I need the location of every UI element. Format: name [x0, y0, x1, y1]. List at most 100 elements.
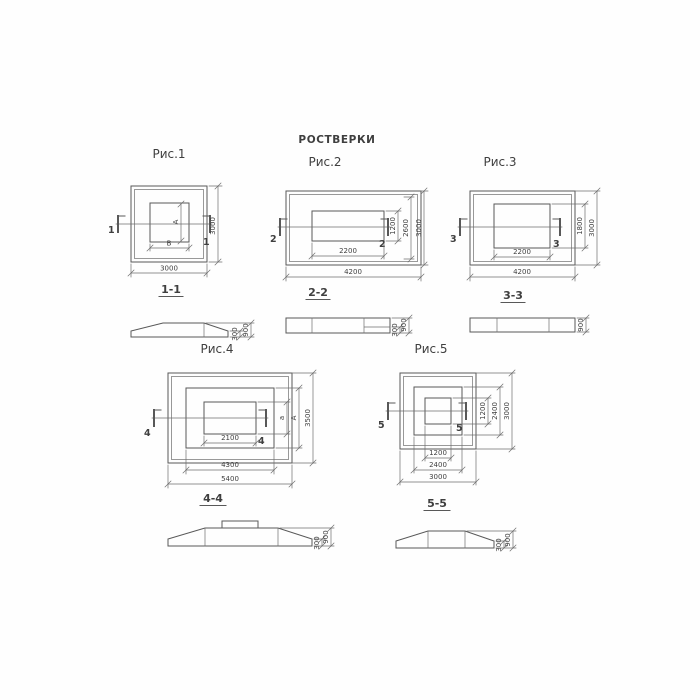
section-4-4-dim-total: 900	[322, 530, 330, 543]
fig5-cut-label-right: 5	[456, 423, 463, 434]
fig1-dim-bottom: 3000	[160, 265, 178, 273]
section-4-4-socket	[221, 520, 259, 529]
fig2-cut-label-right: 2	[379, 239, 386, 250]
fig4-dim-mid-height: A	[290, 415, 298, 420]
fig1-dimension-ticks	[127, 182, 222, 277]
fig5-dim-right-outer: 3000	[503, 402, 511, 420]
section-1-1-dim-edge: 300	[231, 327, 239, 340]
fig4-dim-inner-width: 2100	[221, 434, 239, 442]
fig5-dimension-lines	[399, 372, 516, 486]
fig1-cut-label-right: 1	[203, 237, 210, 248]
section-5-5: 5-5 300 900	[395, 497, 517, 552]
fig3-cut-label-left: 3	[450, 234, 457, 245]
fig5-dim-bottom-inner: 1200	[429, 449, 447, 457]
fig3-outer-contour	[469, 190, 576, 266]
fig3-dim-bottom-outer: 4200	[513, 268, 531, 276]
fig3-cut-bars	[459, 218, 561, 236]
section-5-5-dim-edge: 300	[495, 538, 503, 551]
section-3-3-profile	[469, 317, 576, 333]
section-2-2-dim-total: 900	[400, 318, 408, 331]
section-4-4-dim-edge: 300	[313, 536, 321, 549]
fig4-dim-outer-height: 3500	[304, 409, 312, 427]
section-2-2-dim-ticks	[396, 314, 413, 337]
fig5-dim-right-mid: 2400	[491, 402, 499, 420]
fig5-dim-right-inner: 1200	[479, 402, 487, 420]
fig5-dim-bottom-mid: 2400	[429, 461, 447, 469]
fig2-dimension-ticks	[282, 187, 428, 281]
fig1-cut-label-left: 1	[108, 225, 115, 236]
fig4-dim-outer-width: 5400	[221, 475, 239, 483]
section-3-3-dim-ticks	[582, 314, 590, 336]
section-4-4-dim-ticks	[318, 524, 335, 550]
fig2-caption: Рис.2	[308, 155, 341, 169]
fig3-dim-bottom-inner: 2200	[513, 248, 531, 256]
fig2-dimension-lines	[285, 190, 429, 282]
fig2-outer-contour	[285, 190, 422, 266]
fig4-dimension-ticks	[164, 369, 317, 488]
figure-3: Рис.3 3 3 2200 4200 1800 3000	[450, 155, 601, 282]
fig4-cut-label-left: 4	[144, 428, 151, 439]
fig5-cut-bars	[387, 402, 467, 420]
section-5-5-dim-total: 900	[504, 533, 512, 546]
fig1-dimension-lines	[130, 185, 223, 278]
section-2-2-dim-edge: 300	[391, 323, 399, 336]
fig3-dimension-lines	[469, 190, 601, 282]
section-2-2-profile	[285, 317, 391, 334]
section-5-5-dim-lines	[466, 530, 517, 549]
figure-2: Рис.2 2 2 2200 4200 1200 2600 3000	[270, 155, 429, 282]
fig2-dim-bottom-inner: 2200	[339, 247, 357, 255]
section-3-3-caption: 3-3	[503, 289, 523, 302]
fig1-inner-contour	[149, 202, 190, 243]
section-3-3-inner-edges	[496, 317, 550, 333]
fig2-cut-bars	[279, 218, 389, 236]
fig3-dimension-ticks	[466, 187, 601, 281]
fig3-dim-right-outer: 3000	[588, 219, 596, 237]
fig2-inner-contour	[311, 210, 385, 242]
fig3-outer-contour-inner-line	[473, 194, 572, 262]
fig2-dim-right-mid: 2600	[402, 219, 410, 237]
section-4-4-caption: 4-4	[203, 492, 223, 505]
fig2-outer-contour-inner-line	[289, 194, 418, 262]
section-1-1-dim-ticks	[236, 319, 255, 341]
fig3-inner-contour	[493, 203, 551, 249]
section-5-5-caption: 5-5	[427, 497, 447, 510]
figure-1: Рис.1 1 1 3000 3000 B A	[108, 147, 223, 278]
section-2-2-inner-edges	[311, 317, 391, 334]
fig5-cut-label-left: 5	[378, 420, 385, 431]
fig1-dim-inner-height: A	[172, 219, 180, 224]
fig2-cut-label-left: 2	[270, 234, 277, 245]
fig5-caption: Рис.5	[414, 342, 447, 356]
section-2-2: 2-2 300 900	[285, 286, 413, 337]
fig4-cut-bars	[153, 409, 267, 427]
section-3-3-dim-total: 900	[577, 318, 585, 331]
section-5-5-inner-edges	[427, 530, 466, 549]
fig3-cut-label-right: 3	[553, 239, 560, 250]
section-3-3: 3-3 900	[469, 289, 590, 336]
fig4-caption: Рис.4	[200, 342, 233, 356]
section-4-4: 4-4 300 900	[167, 492, 335, 550]
fig3-dim-right-inner: 1800	[576, 217, 584, 235]
fig1-cut-bars	[117, 215, 211, 233]
fig5-dim-bottom-outer: 3000	[429, 473, 447, 481]
fig2-dim-right-outer: 3000	[415, 219, 423, 237]
section-2-2-dim-lines	[391, 317, 413, 334]
section-1-1: 1-1 300 900	[130, 283, 255, 341]
section-2-2-caption: 2-2	[308, 286, 328, 299]
section-5-5-profile	[395, 530, 495, 549]
fig4-dimension-lines	[167, 372, 317, 489]
figure-5: Рис.5 5 5 1200 2400 3000 1200 2400 3000	[378, 342, 516, 486]
section-1-1-dim-total: 900	[242, 323, 250, 336]
fig5-dimension-ticks	[396, 369, 516, 486]
section-4-4-inner-edges	[204, 527, 279, 547]
section-3-3-dim-lines	[576, 317, 590, 333]
fig4-dim-inner-height: a	[278, 416, 286, 420]
fig2-dim-bottom-outer: 4200	[344, 268, 362, 276]
section-1-1-dim-lines	[205, 322, 255, 338]
section-4-4-profile	[167, 527, 313, 547]
fig4-dim-mid-width: 4300	[221, 461, 239, 469]
fig2-dim-right-inner: 1200	[389, 217, 397, 235]
section-4-4-dim-lines	[279, 527, 335, 547]
fig1-dim-inner-width: B	[167, 240, 172, 248]
fig3-caption: Рис.3	[483, 155, 516, 169]
